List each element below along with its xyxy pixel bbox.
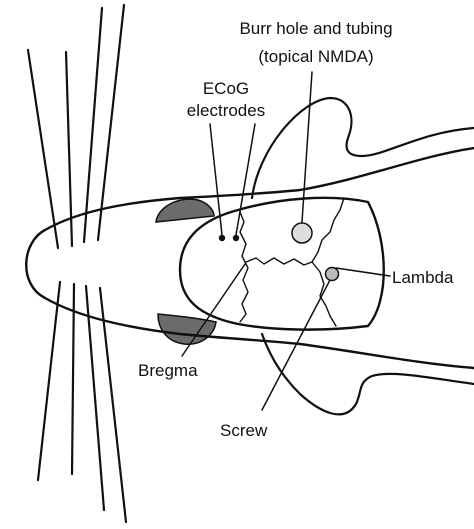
whisker xyxy=(98,286,128,524)
bregma-leader xyxy=(181,263,246,357)
burr-hole-leader xyxy=(301,71,313,223)
ecog-leader-2 xyxy=(235,123,256,236)
lambdoid-suture-lower xyxy=(311,261,337,327)
lambda-leader xyxy=(335,267,391,277)
head-outline xyxy=(25,146,474,370)
whisker xyxy=(64,50,74,248)
skull-outline xyxy=(178,196,385,331)
leader-lines xyxy=(181,71,391,411)
whisker xyxy=(96,3,126,242)
whiskers xyxy=(26,3,128,524)
screw-label: Screw xyxy=(220,421,268,440)
ecog-electrode-2 xyxy=(232,234,240,242)
whisker xyxy=(36,280,62,482)
lambda-label: Lambda xyxy=(392,268,454,287)
screw xyxy=(324,266,340,282)
upper-ear xyxy=(250,96,474,200)
lambdoid-suture-upper xyxy=(311,197,345,263)
bregma-label: Bregma xyxy=(138,361,198,380)
burr-hole-label-line1: Burr hole and tubing xyxy=(239,19,392,38)
ecog-label-line2: electrodes xyxy=(187,101,265,120)
whisker xyxy=(82,6,104,244)
ecog-electrode-1 xyxy=(218,234,226,242)
ecog-leader-1 xyxy=(209,123,223,236)
burr-hole xyxy=(291,222,313,244)
whisker xyxy=(26,48,60,250)
whisker xyxy=(70,282,76,476)
screw-leader xyxy=(261,279,331,411)
whisker xyxy=(84,284,106,512)
coronal-suture xyxy=(239,211,249,323)
burr-hole-label-line2: (topical NMDA) xyxy=(258,47,373,66)
sagittal-suture xyxy=(245,257,313,266)
sutures xyxy=(239,197,345,327)
upper-eye xyxy=(155,198,215,223)
lower-ear xyxy=(260,332,474,416)
ecog-label-line1: ECoG xyxy=(203,79,249,98)
